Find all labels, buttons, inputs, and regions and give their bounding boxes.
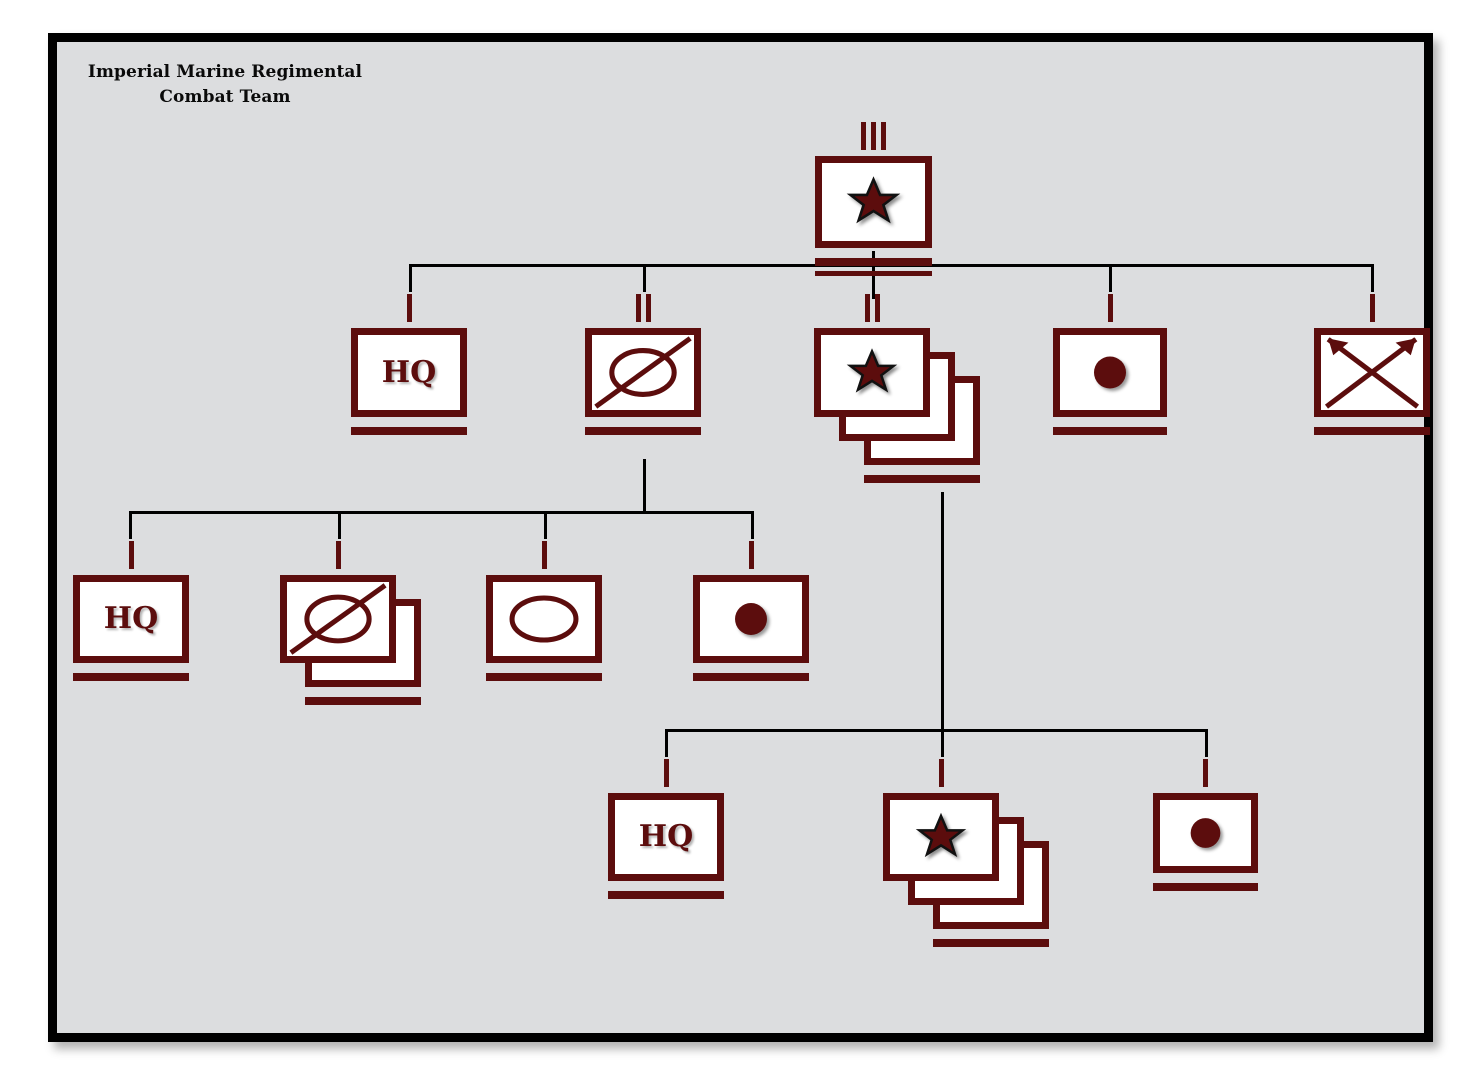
chart-frame: Imperial Marine Regimental Combat Team bbox=[48, 33, 1433, 1042]
echelon-bar bbox=[406, 294, 412, 322]
unit-symbol-box[interactable] bbox=[815, 156, 932, 248]
unit-underline bbox=[933, 939, 1049, 947]
unit-symbol-box[interactable] bbox=[585, 328, 701, 417]
echelon-bar bbox=[938, 759, 944, 787]
echelon-marker-I bbox=[693, 539, 809, 569]
echelon-marker-I bbox=[73, 539, 189, 569]
star-icon bbox=[915, 812, 967, 858]
unit-underline bbox=[1153, 883, 1258, 891]
dot-icon bbox=[1190, 818, 1221, 848]
unit-symbol-box[interactable] bbox=[883, 793, 999, 881]
unit-symbol-box[interactable]: HQ bbox=[73, 575, 189, 663]
echelon-bar bbox=[335, 541, 341, 569]
echelon-bar bbox=[128, 541, 134, 569]
unit-underline bbox=[815, 258, 932, 266]
connector-drop-marine-bn bbox=[872, 264, 875, 292]
unit-underline bbox=[585, 427, 701, 435]
unit-symbol-box[interactable] bbox=[1153, 793, 1258, 873]
unit-symbol-box[interactable] bbox=[814, 328, 930, 417]
dot-icon bbox=[735, 603, 767, 635]
echelon-bar bbox=[635, 294, 641, 322]
unit-label: HQ bbox=[638, 819, 694, 854]
unit-symbol-box[interactable] bbox=[1053, 328, 1167, 417]
echelon-bar bbox=[874, 294, 880, 322]
echelon-bar bbox=[881, 122, 886, 150]
unit-label: HQ bbox=[381, 354, 437, 390]
connector-mechbn-stem bbox=[643, 459, 646, 511]
echelon-marker-II bbox=[585, 292, 701, 322]
connector-drop-arty-bty bbox=[1109, 264, 1112, 292]
connector-row4-bus bbox=[665, 729, 1208, 732]
unit-symbol-box[interactable] bbox=[486, 575, 602, 663]
star-icon bbox=[846, 348, 898, 393]
echelon-bar bbox=[1369, 294, 1375, 322]
connector-drop-rct-hq bbox=[409, 264, 412, 292]
page-title: Imperial Marine Regimental Combat Team bbox=[87, 62, 363, 107]
star-icon bbox=[846, 176, 901, 224]
unit-underline bbox=[693, 673, 809, 681]
echelon-bar bbox=[541, 541, 547, 569]
echelon-bar bbox=[864, 294, 870, 322]
ellipse-slash-icon bbox=[594, 336, 692, 409]
connector-marinebn-stem bbox=[941, 492, 944, 729]
echelon-bar bbox=[871, 122, 876, 150]
unit-symbol-box[interactable]: HQ bbox=[608, 793, 724, 881]
echelon-marker-III bbox=[815, 120, 932, 150]
echelon-marker-I bbox=[486, 539, 602, 569]
connector-drop-mech-arty bbox=[751, 511, 754, 539]
ellipse-slash-icon bbox=[289, 583, 387, 655]
echelon-marker-I bbox=[883, 757, 999, 787]
echelon-marker-I bbox=[608, 757, 724, 787]
echelon-bar bbox=[861, 122, 866, 150]
connector-drop-bn-arty bbox=[1205, 729, 1208, 757]
echelon-marker-I bbox=[1053, 292, 1167, 322]
unit-underline bbox=[1314, 427, 1430, 435]
echelon-bar bbox=[1203, 759, 1208, 787]
unit-symbol-box[interactable] bbox=[280, 575, 396, 663]
unit-symbol-box[interactable] bbox=[1314, 328, 1430, 417]
crossed-arrows-icon bbox=[1324, 337, 1420, 409]
connector-drop-rifle-co bbox=[941, 729, 944, 757]
unit-underline bbox=[864, 475, 980, 483]
echelon-bar bbox=[748, 541, 754, 569]
echelon-marker-I bbox=[1314, 292, 1430, 322]
unit-underline bbox=[351, 427, 467, 435]
connector-drop-mech-co bbox=[338, 511, 341, 539]
unit-underline-second bbox=[815, 271, 932, 276]
connector-drop-mech-hq bbox=[129, 511, 132, 539]
unit-underline bbox=[608, 891, 724, 899]
dot-icon bbox=[1093, 356, 1127, 389]
unit-underline bbox=[305, 697, 421, 705]
connector-drop-armor-co bbox=[544, 511, 547, 539]
echelon-marker-I bbox=[1153, 757, 1258, 787]
connector-row3-bus bbox=[129, 511, 754, 514]
connector-drop-mech-bn bbox=[643, 264, 646, 292]
unit-underline bbox=[1053, 427, 1167, 435]
echelon-bar bbox=[663, 759, 669, 787]
unit-symbol-box[interactable] bbox=[693, 575, 809, 663]
echelon-marker-I bbox=[351, 292, 467, 322]
echelon-marker-I bbox=[280, 539, 396, 569]
unit-symbol-box[interactable]: HQ bbox=[351, 328, 467, 417]
echelon-bar bbox=[645, 294, 651, 322]
unit-underline bbox=[486, 673, 602, 681]
connector-drop-recon-co bbox=[1371, 264, 1374, 292]
ellipse-icon bbox=[509, 595, 579, 643]
unit-underline bbox=[73, 673, 189, 681]
echelon-bar bbox=[1107, 294, 1113, 322]
connector-drop-bn-hq bbox=[665, 729, 668, 757]
unit-label: HQ bbox=[103, 601, 159, 636]
